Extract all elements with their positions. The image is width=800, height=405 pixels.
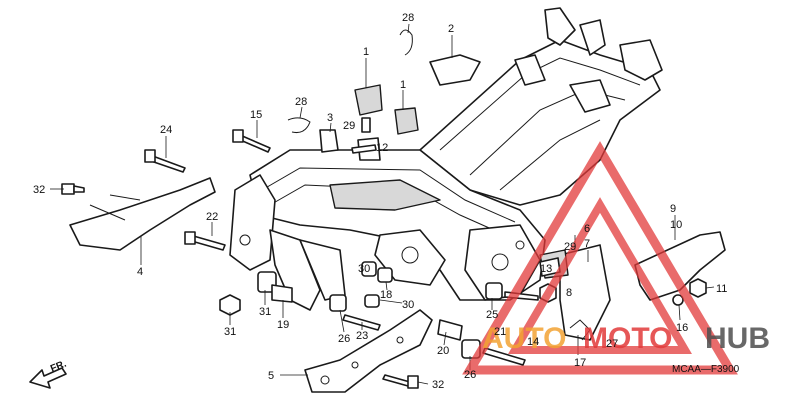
callout-31-left: 31: [224, 326, 236, 338]
watermark-text-auto: AUTO: [482, 322, 566, 355]
callout-2: 2: [448, 23, 454, 35]
right-brackets: [539, 231, 726, 341]
callout-16: 16: [676, 322, 688, 334]
callout-26-bottom: 26: [464, 369, 476, 381]
arrow-icon: [29, 367, 67, 389]
callout-28-left: 28: [295, 96, 307, 108]
callout-3: 3: [327, 112, 333, 124]
callout-15: 15: [250, 109, 262, 121]
front-direction-indicator: FR.: [29, 358, 68, 389]
callout-17: 17: [574, 357, 586, 369]
watermark: AUTO MOTO HUB: [462, 141, 770, 375]
callout-18: 18: [380, 289, 392, 301]
callout-32-bottom: 32: [432, 379, 444, 391]
callout-25: 25: [486, 309, 498, 321]
callout-29-mid: 29: [564, 241, 576, 253]
callout-11: 11: [716, 283, 727, 295]
watermark-triangle-inner: [508, 197, 692, 354]
callout-31-mid: 31: [259, 306, 271, 318]
callout-5: 5: [268, 370, 274, 382]
watermark-triangle-outer: [462, 141, 738, 375]
callout-27: 27: [606, 338, 618, 350]
engine-hanger-bracket-left: [69, 177, 216, 251]
callout-29-top: 29: [343, 120, 355, 132]
callout-4: 4: [137, 266, 143, 278]
callout-14: 14: [527, 336, 539, 348]
callout-1-right: 1: [400, 79, 406, 91]
callout-30-lower: 30: [402, 299, 414, 311]
callout-labels: 28 2 1 1 28 15 3 29 12 24 32 22 4 30 18 …: [33, 12, 727, 391]
diagram-code: MCAA—F3900: [672, 364, 740, 375]
main-frame: [229, 7, 663, 311]
callout-7: 7: [584, 238, 590, 250]
callout-24: 24: [160, 124, 172, 136]
callout-21: 21: [494, 326, 506, 338]
callout-23: 23: [356, 330, 368, 342]
callout-12: 12: [376, 142, 388, 154]
callout-13: 13: [540, 263, 552, 275]
callout-19: 19: [277, 319, 289, 331]
watermark-text-hub: HUB: [705, 322, 770, 355]
callout-28-top: 28: [402, 12, 414, 24]
callout-20: 20: [437, 345, 449, 357]
callout-1-left: 1: [363, 46, 369, 58]
watermark-text-moto: MOTO: [583, 322, 672, 355]
callout-32-top: 32: [33, 184, 45, 196]
callout-10: 10: [670, 219, 682, 231]
lower-bracket: [304, 309, 433, 393]
fasteners: [61, 117, 707, 389]
callout-30-upper: 30: [358, 263, 370, 275]
callout-9: 9: [670, 203, 676, 215]
callout-6: 6: [584, 223, 590, 235]
callout-8: 8: [566, 287, 572, 299]
callout-26-left: 26: [338, 333, 350, 345]
callout-22: 22: [206, 211, 218, 223]
